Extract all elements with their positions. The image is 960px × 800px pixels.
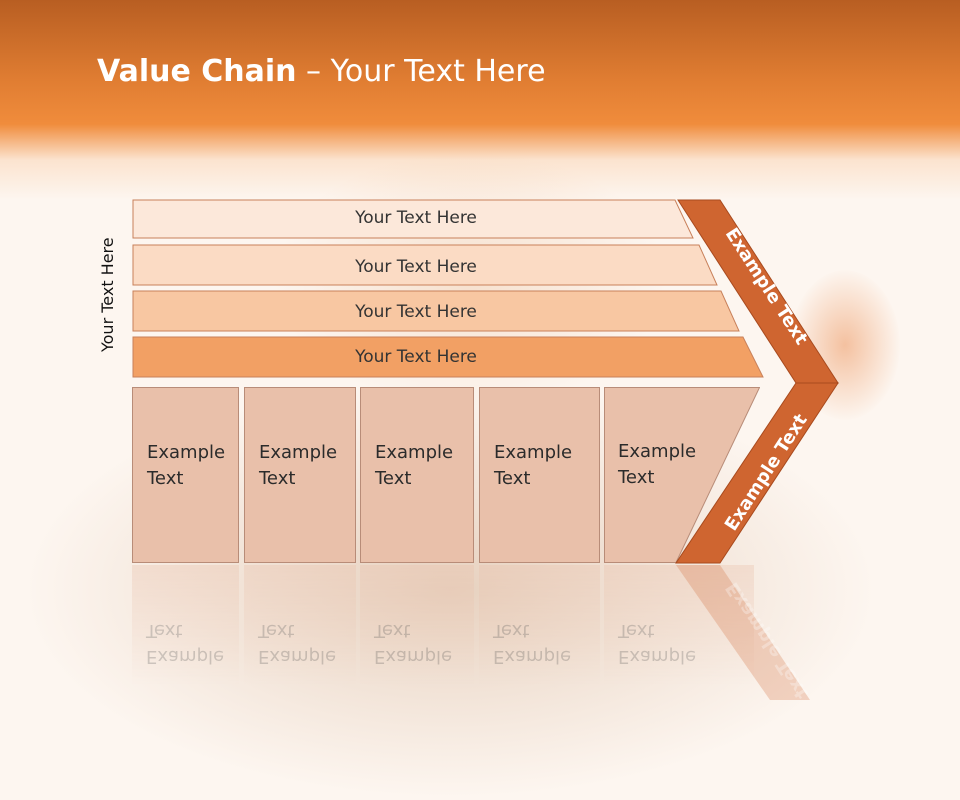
column-1-reflection-text: Example Text xyxy=(146,617,224,669)
header-band xyxy=(0,0,960,200)
column-2-reflection-line1: Example xyxy=(258,646,337,667)
column-3-reflection-line2: Text xyxy=(374,620,411,641)
column-2-line2: Text xyxy=(259,468,296,489)
column-3-reflection-line1: Example xyxy=(374,646,453,667)
bar-2: Your Text Here xyxy=(132,244,718,286)
bar-3: Your Text Here xyxy=(132,290,740,332)
column-2-reflection-text: Example Text xyxy=(258,617,336,669)
column-1-line2: Text xyxy=(147,468,184,489)
column-4-reflection-line1: Example xyxy=(493,646,572,667)
column-4-line1: Example xyxy=(494,442,573,463)
column-5-line2: Text xyxy=(618,467,655,488)
column-2-line1: Example xyxy=(259,442,338,463)
column-4-reflection-line2: Text xyxy=(493,620,530,641)
column-4-reflection-text: Example Text xyxy=(493,617,571,669)
column-4-reflection: Example Text xyxy=(479,565,600,685)
column-1-reflection-line1: Example xyxy=(146,646,225,667)
bar-2-label: Your Text Here xyxy=(355,257,477,277)
column-1-reflection-line2: Text xyxy=(146,620,183,641)
column-2-reflection-line2: Text xyxy=(258,620,295,641)
page-title: Value Chain – Your Text Here xyxy=(97,54,546,89)
bar-4-label: Your Text Here xyxy=(355,347,477,367)
bar-3-label: Your Text Here xyxy=(355,302,477,322)
column-5-reflection: Example Text xyxy=(604,565,754,685)
bar-1: Your Text Here xyxy=(132,199,694,239)
column-1-reflection: Example Text xyxy=(132,565,239,685)
title-bold: Value Chain xyxy=(97,54,297,89)
column-5-reflection-text: Example Text xyxy=(618,617,696,669)
column-3-line2: Text xyxy=(375,468,412,489)
column-2-reflection: Example Text xyxy=(244,565,356,685)
title-rest: – Your Text Here xyxy=(296,54,546,89)
column-3-line1: Example xyxy=(375,442,454,463)
column-1-line1: Example xyxy=(147,442,226,463)
background-roll xyxy=(790,270,900,420)
side-label: Your Text Here xyxy=(98,237,117,352)
column-4-line2: Text xyxy=(494,468,531,489)
column-5-reflection-line1: Example xyxy=(618,646,697,667)
bar-4: Your Text Here xyxy=(132,336,764,378)
column-3-reflection-text: Example Text xyxy=(374,617,452,669)
column-3-reflection: Example Text xyxy=(360,565,474,685)
bar-1-label: Your Text Here xyxy=(355,208,477,228)
column-5-reflection-line2: Text xyxy=(618,620,655,641)
column-5-line1: Example xyxy=(618,441,697,462)
